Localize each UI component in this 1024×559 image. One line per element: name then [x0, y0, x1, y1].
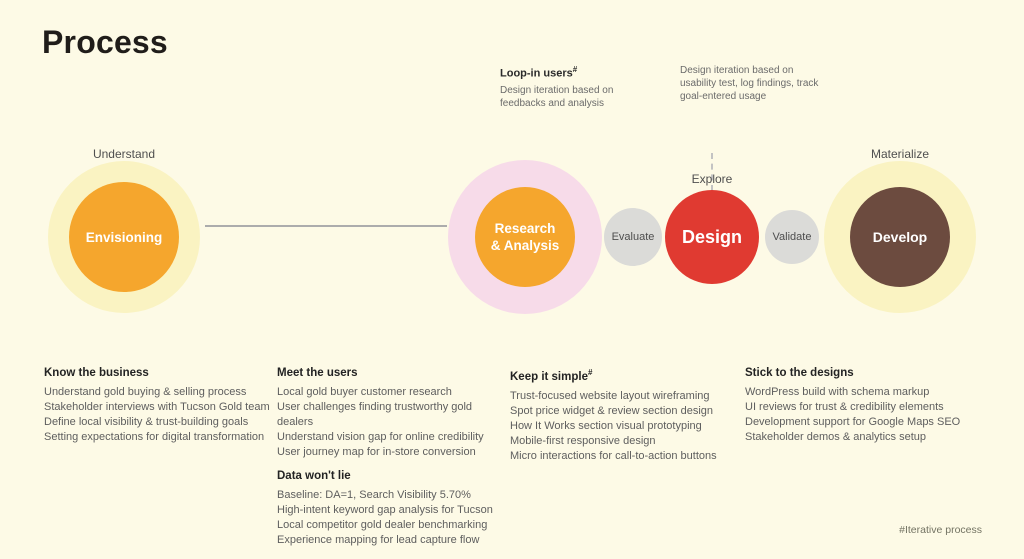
list-item: How It Works section visual prototyping	[510, 419, 702, 432]
explore-dashed-line	[711, 153, 713, 191]
column-data-wont-lie: Data won't lie Baseline: DA=1, Search Vi…	[277, 468, 505, 548]
stage-develop: Develop	[850, 187, 950, 287]
column-stick-to-the-designs: Stick to the designs WordPress build wit…	[745, 365, 973, 445]
column-heading: Keep it simple#	[510, 365, 738, 385]
phase-label-explore: Explore	[691, 172, 733, 186]
list-item: Baseline: DA=1, Search Visibility 5.70%	[277, 489, 471, 501]
annotation-loop-in-users-heading-text: Loop-in users	[500, 67, 573, 80]
phase-label-understand: Understand	[92, 147, 156, 161]
list-item: Development support for Google Maps SEO	[745, 416, 961, 428]
list-item: Local gold buyer customer research	[277, 386, 452, 398]
annotation-design-iteration: Design iteration based on usability test…	[680, 64, 828, 103]
column-heading: Know the business	[44, 367, 149, 379]
column-keep-it-simple: Keep it simple# Trust-focused website la…	[510, 365, 738, 464]
column-heading: Stick to the designs	[745, 367, 854, 379]
list-item: Define local visibility & trust-building…	[44, 416, 249, 428]
footnote-marker: #	[587, 368, 593, 377]
annotation-loop-in-users: Loop-in users# Design iteration based on…	[500, 63, 640, 110]
list-item: High-intent keyword gap analysis for Tuc…	[277, 504, 493, 516]
column-know-the-business: Know the business Understand gold buying…	[44, 365, 272, 445]
stage-envisioning: Envisioning	[69, 182, 179, 292]
list-item: Spot price widget & review section desig…	[510, 404, 713, 417]
stage-design: Design	[665, 190, 759, 284]
list-item: User challenges finding trustworthy gold…	[277, 401, 473, 428]
column-heading: Meet the users	[277, 367, 358, 379]
column-heading-text: Keep it simple	[510, 370, 588, 383]
list-item: UI reviews for trust & credibility eleme…	[745, 401, 944, 413]
list-item: Setting expectations for digital transfo…	[44, 431, 265, 443]
list-item: Stakeholder demos & analytics setup	[745, 431, 926, 443]
footnote-marker: #	[572, 65, 578, 74]
list-item: Understand vision gap for online credibi…	[277, 431, 484, 443]
annotation-design-iteration-body: Design iteration based on usability test…	[680, 65, 819, 102]
list-item: Stakeholder interviews with Tucson Gold …	[44, 401, 270, 413]
list-item: User journey map for in-store conversion	[277, 446, 476, 458]
list-item: Local competitor gold dealer benchmarkin…	[277, 519, 488, 531]
list-item: Understand gold buying & selling process	[44, 386, 247, 398]
phase-label-materialize: Materialize	[870, 147, 930, 161]
stage-validate: Validate	[765, 210, 819, 264]
list-item: WordPress build with schema markup	[745, 386, 930, 398]
iterative-process-footnote: #Iterative process	[899, 524, 982, 536]
list-item: Experience mapping for lead capture flow	[277, 534, 480, 546]
connector-line	[205, 225, 447, 227]
column-heading: Data won't lie	[277, 470, 351, 482]
stage-evaluate: Evaluate	[604, 208, 662, 266]
stage-research-analysis: Research & Analysis	[475, 187, 575, 287]
annotation-loop-in-users-heading: Loop-in users#	[500, 63, 640, 81]
list-item: Trust-focused website layout wireframing	[510, 389, 710, 402]
page-title: Process	[42, 24, 168, 60]
annotation-loop-in-users-body: Design iteration based on feedbacks and …	[500, 84, 614, 109]
column-meet-the-users: Meet the users Local gold buyer customer…	[277, 365, 505, 548]
list-item: Mobile-first responsive design	[510, 434, 656, 447]
list-item: Micro interactions for call-to-action bu…	[510, 449, 717, 462]
